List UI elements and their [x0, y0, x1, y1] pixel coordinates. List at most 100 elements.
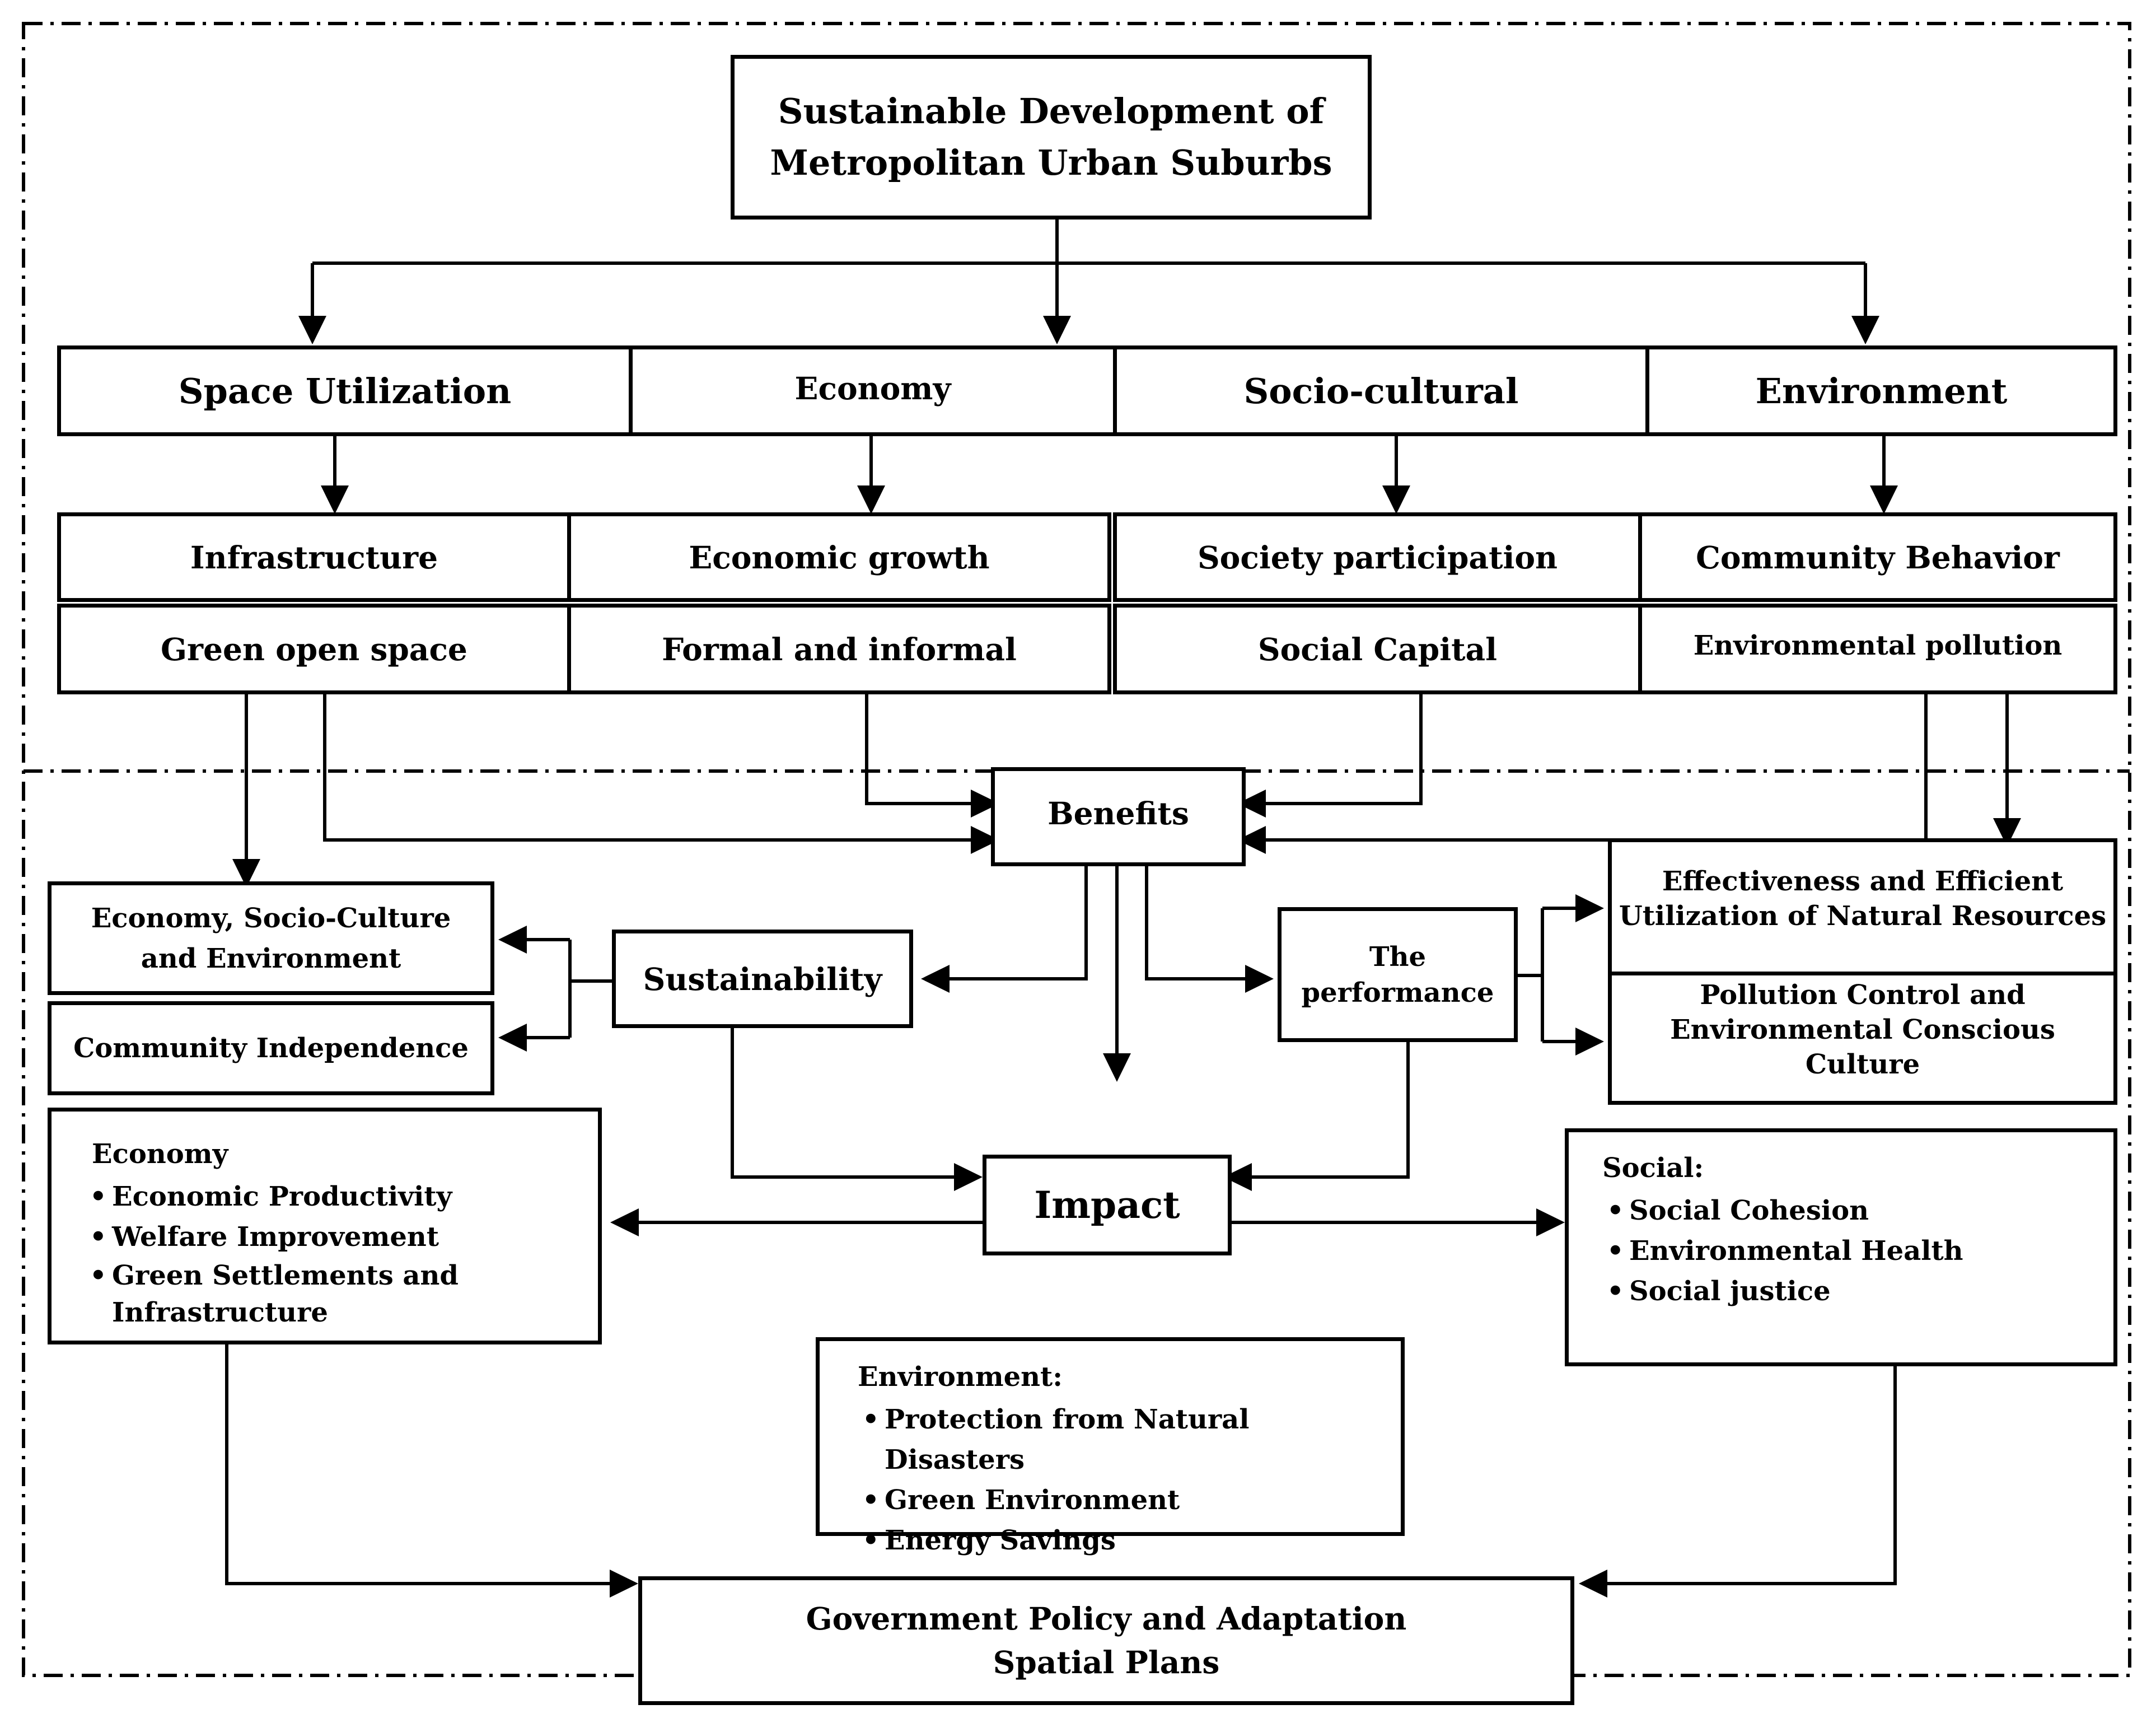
benefits-box: Benefits: [991, 767, 1246, 866]
outcome-effectiveness: Effectiveness and Efficient Utilization …: [1608, 838, 2117, 975]
economy-impact-item: Economic Productivity: [85, 1176, 459, 1217]
title-line-1: Sustainable Development of: [778, 91, 1325, 132]
arrowhead: [610, 1570, 638, 1598]
connector: [946, 865, 1088, 980]
arrowhead: [321, 485, 349, 514]
dimension-label: Socio-cultural: [1243, 370, 1519, 412]
sustainability-box: Sustainability: [612, 930, 913, 1028]
dimension-space-utilization: Space Utilization: [57, 345, 633, 436]
arrowhead: [1575, 894, 1604, 922]
arrowhead: [1223, 1163, 1252, 1191]
outcome-pollution-control: Pollution Control and Environmental Cons…: [1608, 972, 2117, 1105]
arrowhead: [1103, 1053, 1131, 1082]
social-impact-item: Environmental Health: [1602, 1231, 1963, 1271]
outcome-line-2: and Environment: [141, 942, 401, 974]
environment-impact-item: Energy Savings: [858, 1520, 1390, 1561]
dimension-economy: Economy: [629, 345, 1117, 436]
outcome-line-1: Economy, Socio-Culture: [91, 902, 451, 934]
economy-impact-box: Economy Economic Productivity Welfare Im…: [48, 1108, 602, 1344]
outcome-community-independence: Community Independence: [48, 1001, 494, 1095]
policy-line-1: Government Policy and Adaptation: [806, 1600, 1407, 1637]
indicator-environmental-pollution: Environmental pollution: [1638, 604, 2117, 694]
outcome-line-1: Effectiveness and Efficient: [1662, 865, 2064, 897]
economy-impact-item: Welfare Improvement: [85, 1217, 459, 1257]
connector: [1254, 693, 1423, 805]
economy-impact-heading: Economy: [92, 1138, 228, 1170]
performance-box: The performance: [1278, 907, 1518, 1042]
connector: [865, 693, 983, 805]
arrowhead: [1237, 790, 1266, 818]
arrowhead: [1043, 316, 1071, 344]
dimension-environment: Environment: [1645, 345, 2117, 436]
environment-impact-box: Environment: Protection from Natural Dis…: [816, 1337, 1405, 1561]
arrowhead: [1245, 965, 1274, 993]
indicator-label: Social Capital: [1257, 631, 1498, 667]
arrowhead: [1237, 826, 1266, 854]
indicator-label: Community Behavior: [1696, 539, 2060, 576]
title-box: Sustainable Development of Metropolitan …: [731, 55, 1372, 220]
economy-impact-list: Economic Productivity Welfare Improvemen…: [85, 1176, 459, 1331]
policy-line-2: Spatial Plans: [993, 1644, 1220, 1680]
outcome-line-2: Utilization of Natural Resources: [1619, 900, 2107, 932]
indicator-community-behavior: Community Behavior: [1638, 512, 2117, 602]
indicator-label: Environmental pollution: [1693, 630, 2063, 661]
indicator-formal-informal: Formal and informal: [567, 604, 1111, 694]
dimension-label: Environment: [1755, 370, 2008, 412]
arrowhead: [1536, 1208, 1565, 1236]
environment-impact-list: Protection from Natural Disasters Green …: [858, 1399, 1390, 1561]
social-impact-item: Social Cohesion: [1602, 1190, 1963, 1231]
connector: [731, 1028, 966, 1179]
dimension-label: Space Utilization: [178, 370, 512, 412]
indicator-society-participation: Society participation: [1113, 512, 1642, 602]
environment-impact-item: Green Environment: [858, 1480, 1390, 1520]
arrowhead: [1575, 1028, 1604, 1056]
social-impact-list: Social Cohesion Environmental Health Soc…: [1602, 1190, 1963, 1311]
indicator-social-capital: Social Capital: [1113, 604, 1642, 694]
sustainability-label: Sustainability: [643, 960, 882, 997]
arrowhead: [971, 790, 999, 818]
arrowhead: [298, 316, 326, 344]
social-impact-box: Social: Social Cohesion Environmental He…: [1565, 1128, 2117, 1366]
outcome-economy-socio-env: Economy, Socio-Culture and Environment: [48, 881, 494, 995]
arrowhead: [857, 485, 885, 514]
indicator-label: Society participation: [1197, 539, 1558, 576]
connector: [225, 1344, 621, 1585]
indicator-infrastructure: Infrastructure: [57, 512, 571, 602]
social-impact-item: Social justice: [1602, 1271, 1963, 1311]
arrowhead: [1870, 485, 1898, 514]
impact-label: Impact: [1034, 1183, 1180, 1227]
dimension-socio-cultural: Socio-cultural: [1113, 345, 1649, 436]
performance-line-1: The: [1369, 941, 1427, 973]
arrowhead: [971, 826, 999, 854]
title-line-2: Metropolitan Urban Suburbs: [770, 142, 1332, 183]
connector: [323, 693, 983, 842]
indicator-label: Infrastructure: [190, 539, 438, 576]
impact-box: Impact: [983, 1155, 1232, 1255]
connector: [1145, 865, 1257, 980]
outcome-label: Community Independence: [73, 1033, 469, 1064]
arrowhead: [232, 859, 260, 888]
indicator-label: Green open space: [161, 631, 467, 667]
indicator-green-open-space: Green open space: [57, 604, 571, 694]
indicator-label: Economic growth: [689, 539, 990, 576]
outcome-line-1: Pollution Control and: [1700, 979, 2026, 1011]
indicator-label: Formal and informal: [662, 631, 1017, 667]
economy-impact-item: Green Settlements and Infrastructure: [85, 1257, 459, 1331]
dimension-label: Economy: [794, 370, 951, 407]
environment-impact-heading: Environment:: [858, 1361, 1063, 1393]
arrowhead: [1851, 316, 1879, 344]
performance-line-2: performance: [1301, 977, 1494, 1008]
government-policy-box: Government Policy and Adaptation Spatial…: [638, 1576, 1574, 1705]
arrowhead: [498, 926, 527, 954]
outcome-line-2: Environmental Conscious Culture: [1670, 1014, 2055, 1080]
arrowhead: [1382, 485, 1410, 514]
arrowhead: [921, 965, 950, 993]
arrowhead: [1993, 818, 2021, 847]
social-impact-heading: Social:: [1602, 1152, 1704, 1184]
arrowhead: [954, 1163, 983, 1191]
arrowhead: [498, 1024, 527, 1052]
arrowhead: [1579, 1570, 1607, 1598]
connector: [1240, 1042, 1410, 1179]
benefits-label: Benefits: [1047, 795, 1189, 832]
